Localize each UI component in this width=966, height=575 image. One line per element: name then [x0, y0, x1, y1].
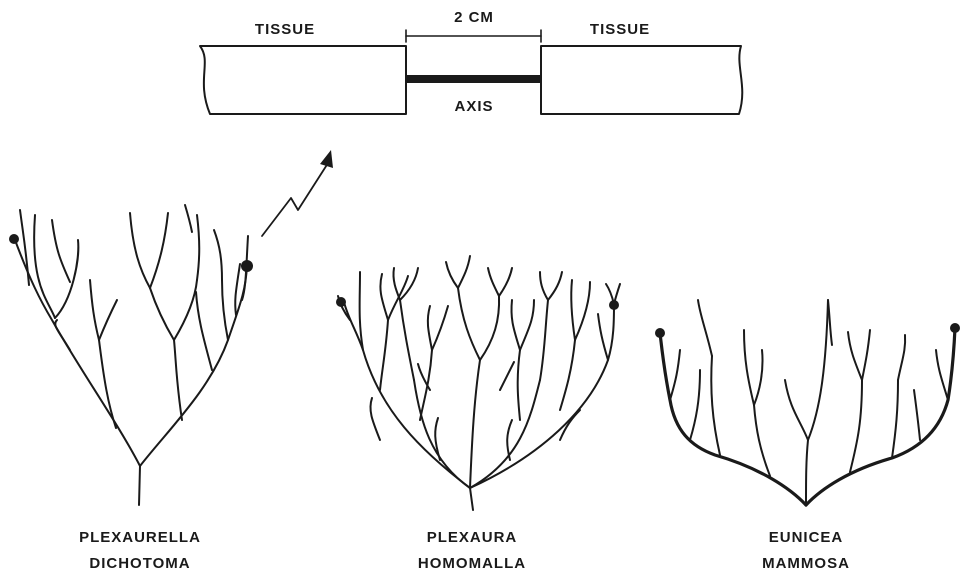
tissue-segment-left [200, 46, 406, 114]
gap-measure-bracket [406, 30, 541, 42]
colony-eunicea-mammosa [660, 300, 955, 505]
tissue-segment-right [541, 46, 742, 114]
species-genus: PLEXAURA [427, 529, 518, 546]
tissue-axis-diagram: TISSUE TISSUE 2 CM AXIS [200, 9, 742, 115]
axis-label: AXIS [454, 98, 493, 115]
species-caption-3: EUNICEA MAMMOSA [762, 529, 850, 572]
tip-marker-dot [336, 297, 346, 307]
species-caption-1: PLEXAURELLA DICHOTOMA [79, 529, 201, 572]
colony-plexaurella-dichotoma [15, 205, 248, 505]
tip-marker-dot [950, 323, 960, 333]
gap-measure-label: 2 CM [454, 9, 494, 26]
species-epithet: MAMMOSA [762, 555, 850, 572]
tip-marker-dot [9, 234, 19, 244]
tissue-label-right: TISSUE [590, 21, 650, 38]
colony-plexaura-homomalla [338, 256, 620, 510]
species-caption-2: PLEXAURA HOMOMALLA [418, 529, 526, 572]
species-epithet: HOMOMALLA [418, 555, 526, 572]
axis-bar [406, 75, 541, 83]
tip-marker-dot [609, 300, 619, 310]
tip-marker-dot [655, 328, 665, 338]
species-genus: PLEXAURELLA [79, 529, 201, 546]
species-epithet: DICHOTOMA [89, 555, 190, 572]
tissue-label-left: TISSUE [255, 21, 315, 38]
tip-marker-dot [241, 260, 253, 272]
species-genus: EUNICEA [769, 529, 844, 546]
zigzag-pointer-arrow [262, 150, 333, 236]
